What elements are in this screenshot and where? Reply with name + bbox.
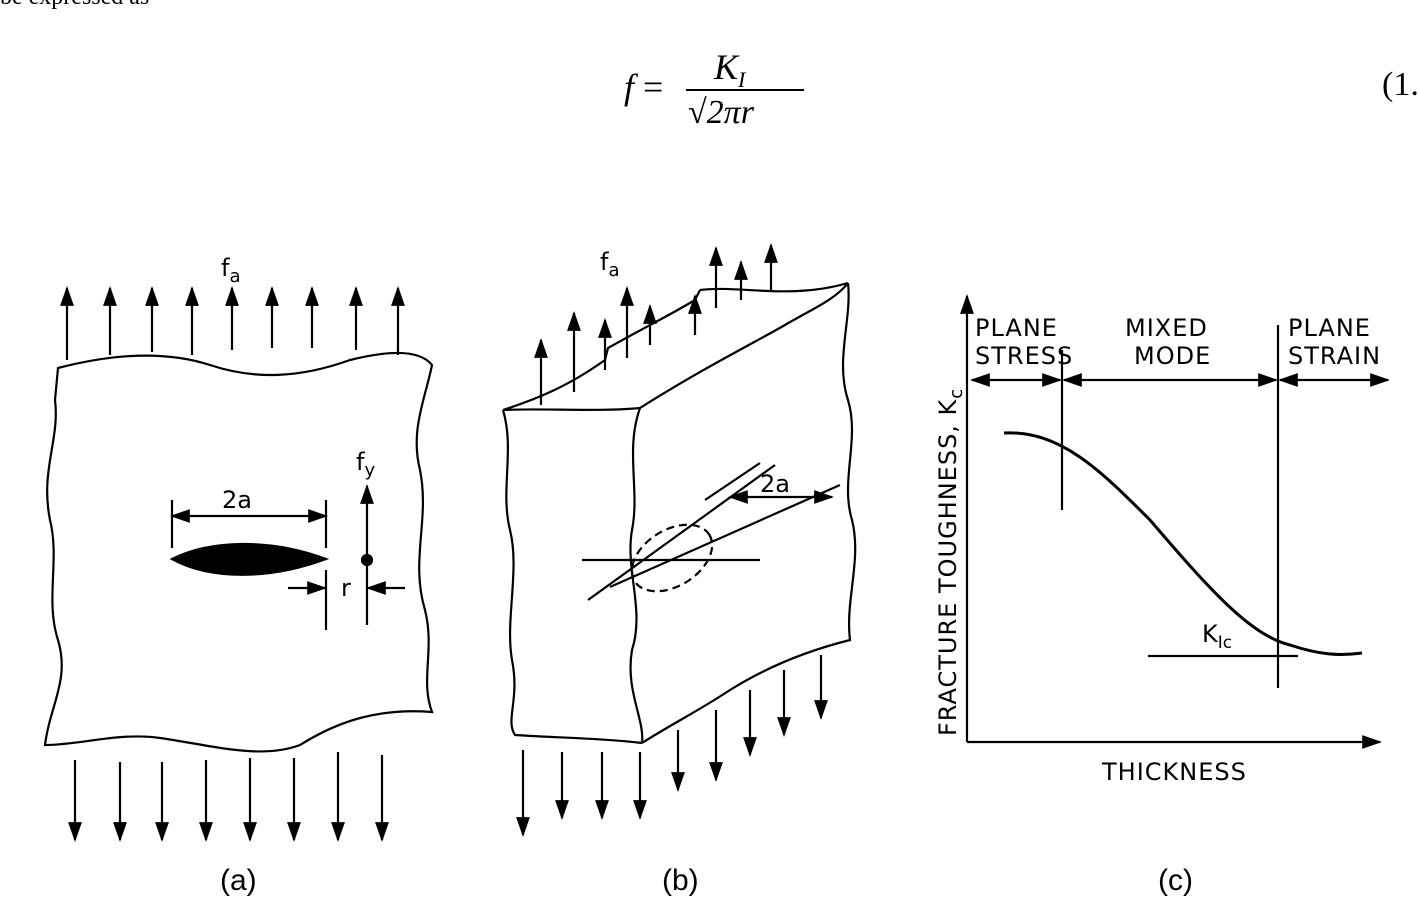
equation-f: f	[624, 67, 635, 107]
panel-b-front-face	[501, 409, 643, 745]
panel-b-right-top-edge	[639, 282, 849, 409]
panel-b-crack-edge	[629, 407, 644, 744]
panel-a-fa-label: fa	[221, 254, 240, 287]
fraction-bar	[686, 89, 804, 91]
panel-b-top-front-edge	[502, 289, 701, 412]
panel-b-bottom-arrows	[516, 655, 828, 837]
panel-b-right-face	[641, 282, 857, 744]
plane-strain-label-1: PLANE	[1288, 314, 1371, 342]
panel-b-top-back-edge	[699, 281, 849, 293]
panel-b-crack-ellipse	[630, 523, 714, 593]
plane-strain-label-2: STRAIN	[1288, 342, 1381, 370]
labels: fa 2a fy r (a) fa 2a (b) PLANE STRESS MI…	[220, 248, 1381, 897]
equation-equals: =	[643, 67, 664, 107]
equation-denominator: √2πr	[688, 94, 754, 131]
panel-c-caption: (c)	[1158, 864, 1193, 897]
panel-b-2a-label: 2a	[760, 470, 790, 498]
equation-lhs: f =	[624, 66, 663, 108]
equation-k: K	[714, 47, 739, 87]
equation: f = KI √2πr	[624, 44, 804, 134]
equation-k-sub: I	[738, 67, 746, 93]
mixed-mode-label-1: MIXED	[1125, 314, 1208, 342]
intro-text: be expressed as	[0, 0, 149, 11]
panel-a-r-label: r	[341, 574, 351, 602]
panel-a-fy-label: fy	[356, 448, 375, 481]
panel-b-caption: (b)	[662, 864, 699, 897]
y-axis-label: FRACTURE TOUGHNESS, Kc	[934, 388, 967, 736]
panel-c-toughness-curve	[1003, 431, 1363, 656]
panel-a-top-arrows	[60, 286, 405, 360]
panel-a-crack	[169, 542, 330, 576]
plane-stress-label-1: PLANE	[975, 314, 1058, 342]
equation-number: (1.	[1382, 66, 1418, 103]
mixed-mode-label-2: MODE	[1134, 342, 1211, 370]
panel-c	[960, 294, 1390, 749]
panel-b-top-arrows	[534, 243, 778, 405]
panel-a-2a-label: 2a	[222, 486, 252, 514]
panel-b-front-top	[502, 406, 641, 412]
panel-a-bottom-arrows	[68, 752, 389, 842]
equation-numerator: KI	[714, 46, 745, 93]
plane-stress-label-2: STRESS	[975, 342, 1073, 370]
kic-label: KIc	[1202, 620, 1232, 653]
panel-b-fa-label: fa	[600, 248, 619, 281]
panel-a	[43, 286, 434, 842]
panel-a-caption: (a)	[220, 864, 257, 897]
panel-b	[501, 243, 857, 837]
panel-a-plate	[43, 352, 434, 753]
x-axis-label: THICKNESS	[1101, 758, 1247, 786]
